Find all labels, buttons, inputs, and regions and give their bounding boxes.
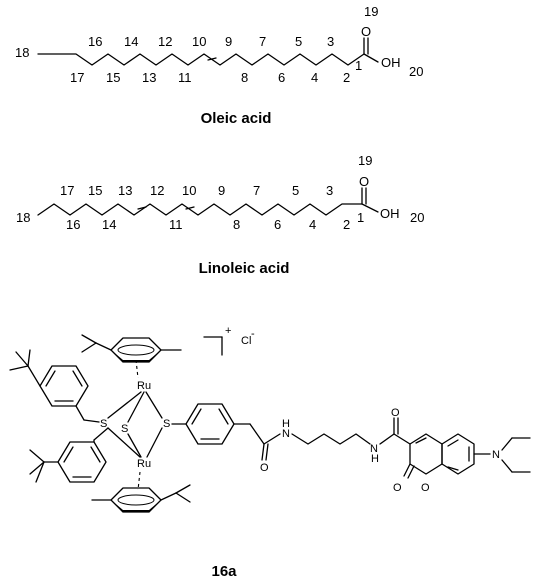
oleic-c8-label: 8 xyxy=(241,70,248,85)
top-cymene-ring xyxy=(81,334,182,379)
linoleic-c16-label: 16 xyxy=(66,217,80,232)
oleic-c2-label: 2 xyxy=(343,70,350,85)
diethylamino-nitrogen: N xyxy=(492,449,500,461)
ruthenium-bottom-label: Ru xyxy=(137,458,151,470)
oleic-oxygen-label: O xyxy=(361,24,371,39)
complex-charge: + xyxy=(225,325,231,337)
linoleic-c9-label: 9 xyxy=(218,183,225,198)
amide-nitrogen-1: N xyxy=(282,428,290,440)
linoleic-c3-label: 3 xyxy=(326,183,333,198)
oleic-oh-bond xyxy=(363,53,379,63)
linoleic-c17-label: 17 xyxy=(60,183,74,198)
linoleic-c12-label: 12 xyxy=(150,183,164,198)
chloride-label: Cl xyxy=(241,335,251,347)
amide-nitrogen-2: N xyxy=(370,443,378,455)
linoleic-c11-label: 11 xyxy=(169,217,183,232)
coumarin-amide: N H O xyxy=(370,407,411,465)
oleic-c14-label: 14 xyxy=(124,34,138,49)
linoleic-c4-label: 4 xyxy=(309,217,316,232)
aryl-acetamide-arm: O N H xyxy=(171,403,290,474)
linoleic-c13-label: 13 xyxy=(118,183,132,198)
amide-oxygen-1: O xyxy=(260,462,269,474)
ruthenium-sulfur-core: Ru Ru S S S xyxy=(93,380,170,470)
oleic-c20-label: 20 xyxy=(409,64,423,79)
linoleic-cis-double-bond-2 xyxy=(185,206,195,210)
linoleic-cis-double-bond-1 xyxy=(137,206,147,210)
linoleic-c19-label: 19 xyxy=(358,153,372,168)
sulfur-right-label: S xyxy=(163,418,170,430)
oleic-acid-structure: O OH 19 1 20 2 3 4 5 6 7 8 9 10 11 12 13… xyxy=(15,4,423,127)
oleic-c1-label: 1 xyxy=(355,58,362,73)
oleic-cis-double-bond xyxy=(207,57,217,61)
linoleic-c5-label: 5 xyxy=(292,183,299,198)
linoleic-c14-label: 14 xyxy=(102,217,116,232)
ruthenium-top-label: Ru xyxy=(137,380,151,392)
lower-tert-butylbenzyl-group xyxy=(29,439,107,483)
oleic-c6-label: 6 xyxy=(278,70,285,85)
oleic-c15-label: 15 xyxy=(106,70,120,85)
linoleic-oxygen-label: O xyxy=(359,174,369,189)
linoleic-acid-title: Linoleic acid xyxy=(199,260,290,277)
butyl-linker xyxy=(291,433,371,445)
linoleic-c1-label: 1 xyxy=(357,210,364,225)
oleic-c7-label: 7 xyxy=(259,34,266,49)
coumarin-core: O O N xyxy=(393,433,531,494)
charge-bracket: + Cl - xyxy=(203,325,255,356)
amide-hydrogen-2: H xyxy=(371,453,379,465)
linoleic-oh-bond xyxy=(361,203,379,213)
oleic-c19-label: 19 xyxy=(364,4,378,19)
oleic-c13-label: 13 xyxy=(142,70,156,85)
linoleic-acid-structure: O OH 19 1 20 2 3 4 5 6 7 8 9 10 11 12 13… xyxy=(16,153,424,277)
linoleic-c7-label: 7 xyxy=(253,183,260,198)
oleic-c5-label: 5 xyxy=(295,34,302,49)
complex-title: 16a xyxy=(211,563,237,580)
oleic-c12-label: 12 xyxy=(158,34,172,49)
linoleic-c20-label: 20 xyxy=(410,210,424,225)
linoleic-c15-label: 15 xyxy=(88,183,102,198)
linoleic-chain-bonds xyxy=(37,203,363,216)
lactone-carbonyl-oxygen: O xyxy=(393,482,402,494)
oleic-c9-label: 9 xyxy=(225,34,232,49)
oleic-c10-label: 10 xyxy=(192,34,206,49)
bottom-cymene-ring xyxy=(91,471,191,513)
sulfur-left-label: S xyxy=(100,418,107,430)
linoleic-c10-label: 10 xyxy=(182,183,196,198)
oleic-c11-label: 11 xyxy=(178,70,192,85)
linoleic-hydroxyl-label: OH xyxy=(380,206,400,221)
linoleic-c6-label: 6 xyxy=(274,217,281,232)
amide-hydrogen-1: H xyxy=(282,418,290,430)
oleic-hydroxyl-label: OH xyxy=(381,55,401,70)
amide-oxygen-2: O xyxy=(391,407,400,419)
oleic-c18-label: 18 xyxy=(15,45,29,60)
linoleic-c8-label: 8 xyxy=(233,217,240,232)
oleic-c4-label: 4 xyxy=(311,70,318,85)
sulfur-middle-label: S xyxy=(121,423,128,435)
oleic-c17-label: 17 xyxy=(70,70,84,85)
lactone-ring-oxygen: O xyxy=(421,482,430,494)
upper-tert-butylbenzyl-group xyxy=(9,349,100,423)
oleic-chain-bonds xyxy=(37,53,365,66)
chloride-charge: - xyxy=(251,328,255,340)
oleic-c16-label: 16 xyxy=(88,34,102,49)
oleic-c3-label: 3 xyxy=(327,34,334,49)
complex-16a-structure: + Cl - Ru Ru S S S xyxy=(9,325,531,580)
linoleic-c18-label: 18 xyxy=(16,210,30,225)
linoleic-c2-label: 2 xyxy=(343,217,350,232)
oleic-acid-title: Oleic acid xyxy=(201,110,272,127)
